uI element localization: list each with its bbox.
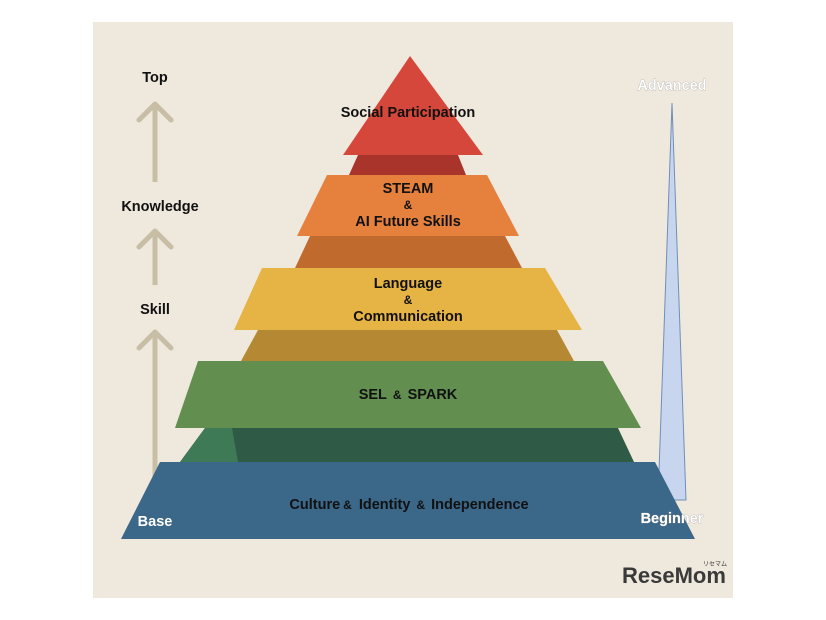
tier-base-label: Culture&Identity&Independence	[289, 497, 528, 513]
arrow-up-icon	[136, 329, 174, 351]
tier-language-label: Language	[374, 276, 442, 292]
arrow-up-icon	[136, 101, 174, 123]
left-label-knowledge: Knowledge	[121, 199, 198, 215]
tier-base-amp1: &	[343, 498, 352, 512]
tier-sel-amp: &	[393, 388, 402, 402]
left-progress-arrows	[136, 101, 174, 505]
tier-sel-side	[180, 428, 238, 462]
tier-language-amp: &	[404, 293, 413, 307]
left-label-top: Top	[142, 70, 168, 86]
tier-social-label: Social Participation	[341, 105, 476, 121]
arrow-up-icon	[136, 228, 174, 250]
tier-sel-shadow	[180, 428, 634, 462]
tier-steam-shadow	[295, 236, 522, 268]
right-label-beginner: Beginner	[641, 511, 704, 527]
tier-steam-label: STEAM	[383, 181, 434, 197]
left-label-base: Base	[138, 514, 173, 530]
tier-language-shadow	[241, 330, 574, 361]
resemom-logo: ReseMom リセマム	[622, 561, 727, 588]
pyramid	[121, 56, 695, 539]
tier-steam-sublabel: AI Future Skills	[355, 214, 461, 230]
tier-social-shadow	[349, 155, 466, 175]
tier-base-part1: Culture	[289, 497, 340, 513]
tier-base-amp2: &	[416, 498, 425, 512]
tier-base-part2: Identity	[359, 497, 411, 513]
left-label-skill: Skill	[140, 302, 170, 318]
logo-small-text: リセマム	[703, 561, 727, 568]
tier-language-front	[234, 268, 582, 330]
logo-wordmark: ReseMom	[622, 563, 726, 588]
tier-steam-front	[297, 175, 519, 236]
tier-language-sublabel: Communication	[353, 309, 463, 325]
tier-sel-front	[175, 361, 641, 428]
tier-sel-label: SEL&SPARK	[359, 387, 458, 403]
tier-base-part3: Independence	[431, 497, 529, 513]
tier-social-front	[343, 56, 483, 155]
tier-steam-amp: &	[404, 198, 413, 212]
tier-sel-left-text: SEL	[359, 387, 387, 403]
right-label-advanced: Advanced	[637, 78, 706, 94]
tier-sel-right-text: SPARK	[408, 387, 458, 403]
tier-base-front	[121, 462, 695, 539]
